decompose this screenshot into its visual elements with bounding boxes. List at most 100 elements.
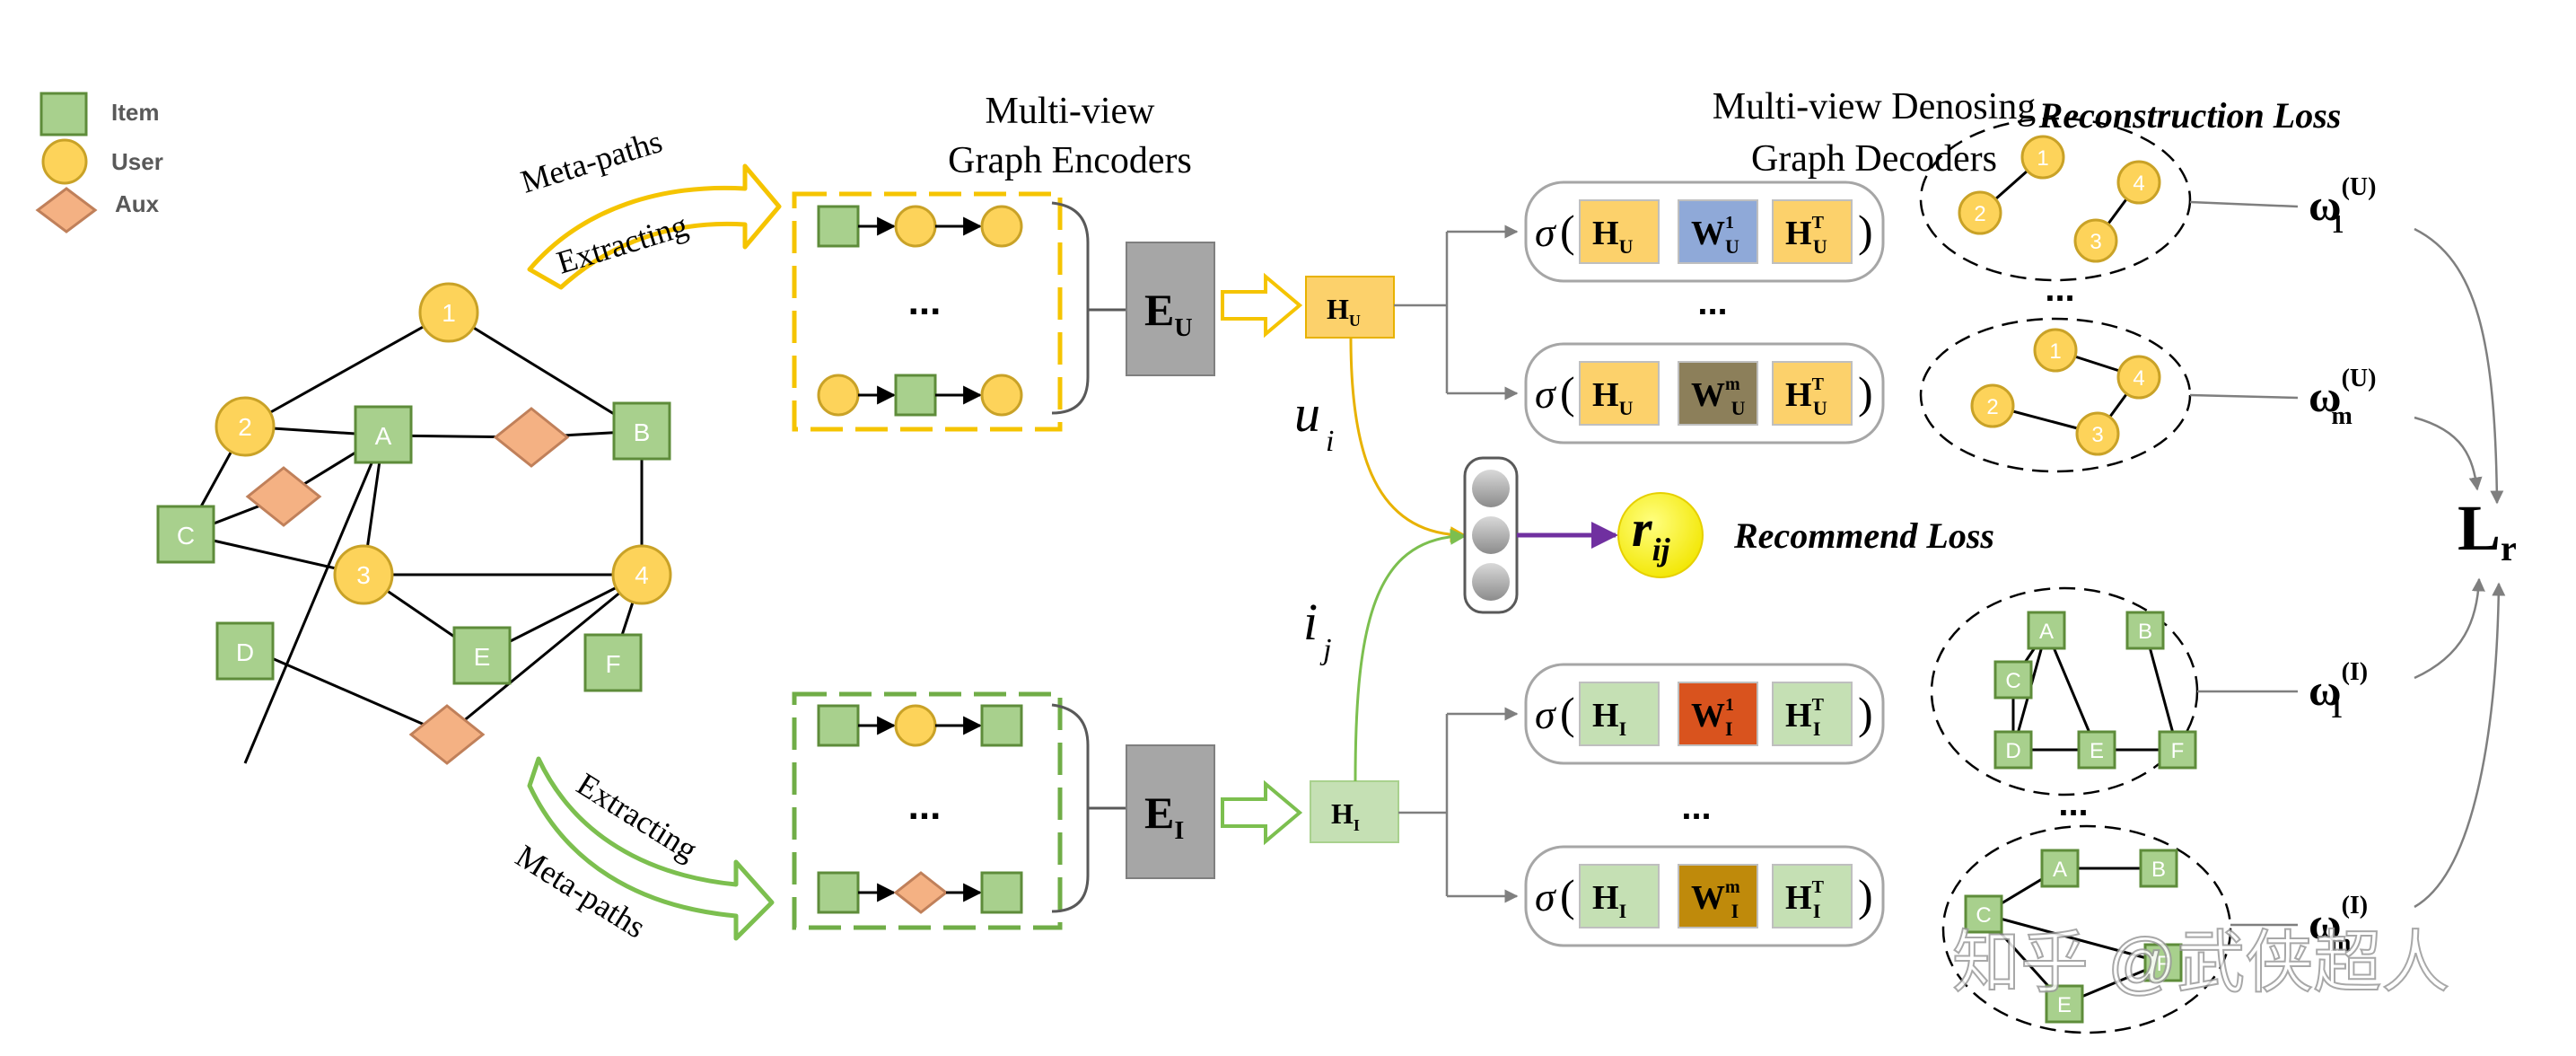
recon-i1-node-b-label: B: [2138, 620, 2152, 644]
recon-user-graph-1: 1 2 3 4: [1919, 117, 2192, 282]
mp-i2-item-a: [817, 871, 860, 914]
recommend-loss-label: Recommend Loss: [1733, 515, 1994, 556]
encoder-eu: EU: [1126, 242, 1215, 376]
eu-label: E: [1144, 285, 1174, 335]
r-sub: ij: [1652, 532, 1671, 568]
omega-i1-sup: (I): [2342, 658, 2369, 686]
decoders-title-line1: Multi-view Denosing: [1713, 86, 2036, 128]
decoder-w-box: [1678, 361, 1758, 426]
mp-i-ellipsis: ...: [908, 784, 942, 828]
svg-text:HI: HI: [1331, 797, 1360, 834]
mp-i1-item-a: [817, 704, 860, 747]
decoder-u-ellipsis: ...: [1697, 283, 1727, 322]
svg-text:ui: ui: [1294, 384, 1334, 458]
omega-connectors: [2189, 200, 2299, 927]
omega-im-sup: (I): [2342, 892, 2369, 920]
recon-i2-node-e: [2045, 984, 2084, 1024]
recon-i1-node-a: [2027, 611, 2066, 650]
lr-label: L: [2458, 492, 2501, 564]
legend-user-label: User: [111, 148, 163, 175]
legend: Item User Aux: [35, 92, 163, 233]
decoder-ht-box: [1772, 682, 1853, 746]
omega-um-sup: (U): [2342, 365, 2377, 392]
mlp-neuron-2: [1472, 516, 1510, 554]
ij-label: i: [1303, 593, 1318, 651]
aux-node-1: [493, 407, 570, 468]
top-arrow-label-1: Meta-paths: [517, 123, 667, 200]
recon-i1-node-a-label: A: [2039, 620, 2054, 644]
recon-u2-node-4-label: 4: [2133, 366, 2144, 391]
decoder-h-box: [1579, 361, 1660, 426]
decoders-title-line2: Graph Decoders: [1751, 138, 1997, 180]
mp-u2-item: [894, 374, 937, 417]
svg-text:HU: HU: [1327, 293, 1361, 330]
recon-u2-node-1-label: 1: [2049, 339, 2061, 364]
recon-i1-node-d: [1993, 730, 2033, 770]
recon-i1-node-e-label: E: [2090, 739, 2104, 763]
decoder-ht-box: [1772, 864, 1853, 928]
ui-curve: [1349, 337, 1467, 543]
aux-node-2: [245, 466, 322, 527]
recon-i2-node-a-label: A: [2053, 858, 2067, 882]
mp-u1-user-b: [980, 205, 1023, 248]
item-brace: [1051, 703, 1090, 913]
mlp-neuron-3: [1472, 563, 1510, 601]
recon-i2-node-c-label: C: [1976, 903, 1991, 928]
open-paren: (: [1560, 367, 1575, 418]
decoder-h-box: [1579, 682, 1660, 746]
decoder-ht-box: [1772, 199, 1853, 264]
recon-item-graph-2: A B C E F: [1941, 824, 2232, 1034]
item-node-a: [354, 405, 413, 464]
decoder-h-box: [1579, 864, 1660, 928]
encoders-title-line1: Multi-view: [986, 91, 1156, 132]
omega-im: ω: [2309, 898, 2342, 948]
item-node-d: [215, 621, 275, 681]
mp-u1-user-a: [894, 205, 937, 248]
recon-i1-node-b: [2125, 611, 2165, 650]
mp-i1-item-b: [980, 704, 1023, 747]
legend-item-label: Item: [111, 99, 159, 126]
hi-sub: I: [1354, 816, 1360, 834]
graph-aux-nodes: [245, 407, 570, 765]
item-node-c-label: C: [177, 522, 195, 550]
recon-i1-node-d-label: D: [2005, 739, 2020, 763]
recon-u1-node-3: [2073, 218, 2118, 263]
ui-sub: i: [1326, 425, 1334, 458]
recon-u-ellipsis: ...: [2045, 269, 2074, 309]
open-paren: (: [1560, 688, 1575, 738]
close-paren: ): [1858, 206, 1873, 256]
omega-i1-sub: 1: [2330, 696, 2343, 724]
recon-i1-node-c: [1993, 660, 2033, 700]
sigma-symbol: σ: [1535, 874, 1557, 920]
hu-sub: U: [1349, 312, 1361, 330]
mp-u1-item-a: [817, 205, 860, 248]
user-metapath-box: ...: [792, 191, 1063, 432]
hu-branch-lines: [1394, 224, 1519, 400]
mp-u-ellipsis: ...: [908, 279, 942, 323]
recon-i2-node-b-label: B: [2151, 858, 2166, 882]
lr-arrows: [2414, 227, 2506, 909]
svg-text:ij: ij: [1303, 593, 1332, 666]
user-node-1: [418, 282, 479, 343]
hi-label: H: [1331, 797, 1354, 830]
decoder-w-box: [1678, 682, 1758, 746]
hu-label: H: [1327, 293, 1349, 325]
reconstruction-loss-label: Reconstruction Loss: [2038, 95, 2342, 136]
user-node-4-label: 4: [635, 561, 649, 589]
hu-embedding: HU: [1305, 276, 1395, 339]
svg-text:ω(U)1: ω(U)1: [2309, 173, 2376, 239]
user-node-2-label: 2: [238, 413, 252, 441]
recon-u1-node-4-label: 4: [2133, 172, 2144, 196]
heterogeneous-graph: [184, 311, 644, 764]
sigma-symbol: σ: [1535, 209, 1557, 255]
omega-labels: ω(U)1 ω(U)m ω(I)1 ω(I)m: [2309, 173, 2376, 957]
recon-u2-node-3-label: 3: [2091, 423, 2103, 447]
recon-i2-node-e-label: E: [2057, 993, 2072, 1017]
bottom-extract-arrow: Extracting Meta-paths: [510, 756, 775, 946]
close-paren: ): [1858, 688, 1873, 738]
